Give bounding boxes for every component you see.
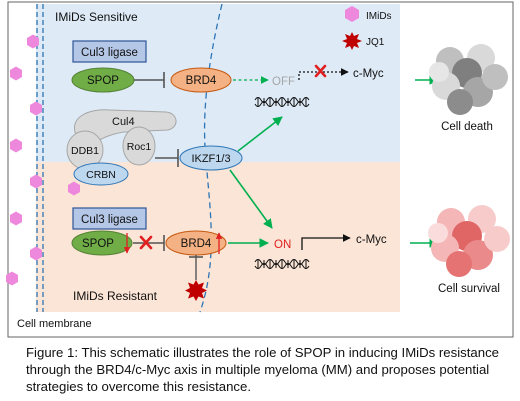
ikzf-arrow-up <box>237 116 283 152</box>
bottom-cmyc-label: c-Myc <box>356 234 387 246</box>
crl4-complex: Cul4 DDB1 Roc1 CRBN <box>66 109 177 186</box>
bottom-on-label: ON <box>274 239 291 251</box>
bottom-brd4-label: BRD4 <box>181 238 212 250</box>
sensitive-title: IMiDs Sensitive <box>55 10 138 24</box>
imids-molecules <box>6 34 80 286</box>
figure-caption: Figure 1: This schematic illustrates the… <box>26 345 499 394</box>
cell-death-label: Cell death <box>441 121 493 133</box>
top-block-x <box>314 64 327 78</box>
ikzf-arrow-down <box>229 169 273 229</box>
top-transcription-arrow <box>298 68 349 80</box>
top-cmyc-label: c-Myc <box>353 68 384 80</box>
top-dna <box>254 97 310 107</box>
legend-imids-label: IMiDs <box>366 11 392 22</box>
top-ligase-box <box>72 40 147 63</box>
cul4-shape <box>74 109 177 147</box>
nuclear-envelope <box>199 3 223 313</box>
ikzf-oval <box>179 145 243 171</box>
top-brd4-oval <box>170 67 232 93</box>
bottom-dna <box>254 259 310 269</box>
membrane-label: Cell membrane <box>17 318 92 330</box>
cul4-label: Cul4 <box>112 116 135 128</box>
roc1-shape <box>122 126 156 166</box>
top-spop-label: SPOP <box>87 75 119 87</box>
cell-death-cluster <box>429 44 508 115</box>
bottom-spop-label: SPOP <box>82 238 114 250</box>
top-off-label: OFF <box>272 76 295 88</box>
imids-molecule <box>10 211 22 226</box>
ddb1-label: DDB1 <box>71 145 99 157</box>
ikzf-label: IKZF1/3 <box>191 153 230 165</box>
diagram-canvas: IMiDs Sensitive IMiDs Resistant Cell mem… <box>6 1 514 338</box>
cell-survival-cluster <box>428 205 510 277</box>
resistant-title: IMiDs Resistant <box>73 289 158 303</box>
bottom-ligase-box <box>72 207 147 230</box>
top-ligase-label: Cul3 ligase <box>81 47 138 59</box>
imids-molecule <box>10 138 22 153</box>
bottom-transcription-arrow <box>301 234 351 250</box>
legend-jq1-label: JQ1 <box>366 37 385 48</box>
crbn-label: CRBN <box>86 169 116 181</box>
imids-molecule <box>30 101 42 116</box>
bottom-ligase-label: Cul3 ligase <box>81 214 138 226</box>
bottom-block-x <box>139 235 153 250</box>
imids-molecule <box>27 34 39 49</box>
imids-molecule <box>30 246 42 261</box>
imids-molecule <box>30 174 42 189</box>
imids-molecule <box>6 271 18 286</box>
legend-imids-hexagon <box>345 6 359 22</box>
top-brd4-label: BRD4 <box>186 75 217 87</box>
cell-survival-label: Cell survival <box>438 283 500 295</box>
crbn-oval <box>73 162 129 186</box>
legend: IMiDs JQ1 <box>342 6 392 50</box>
legend-jq1-star <box>342 32 362 50</box>
imids-molecule <box>68 181 80 196</box>
roc1-label: Roc1 <box>127 141 152 153</box>
bottom-spop-oval <box>71 230 133 256</box>
imids-molecule <box>10 66 22 81</box>
jq1-star <box>185 280 207 301</box>
